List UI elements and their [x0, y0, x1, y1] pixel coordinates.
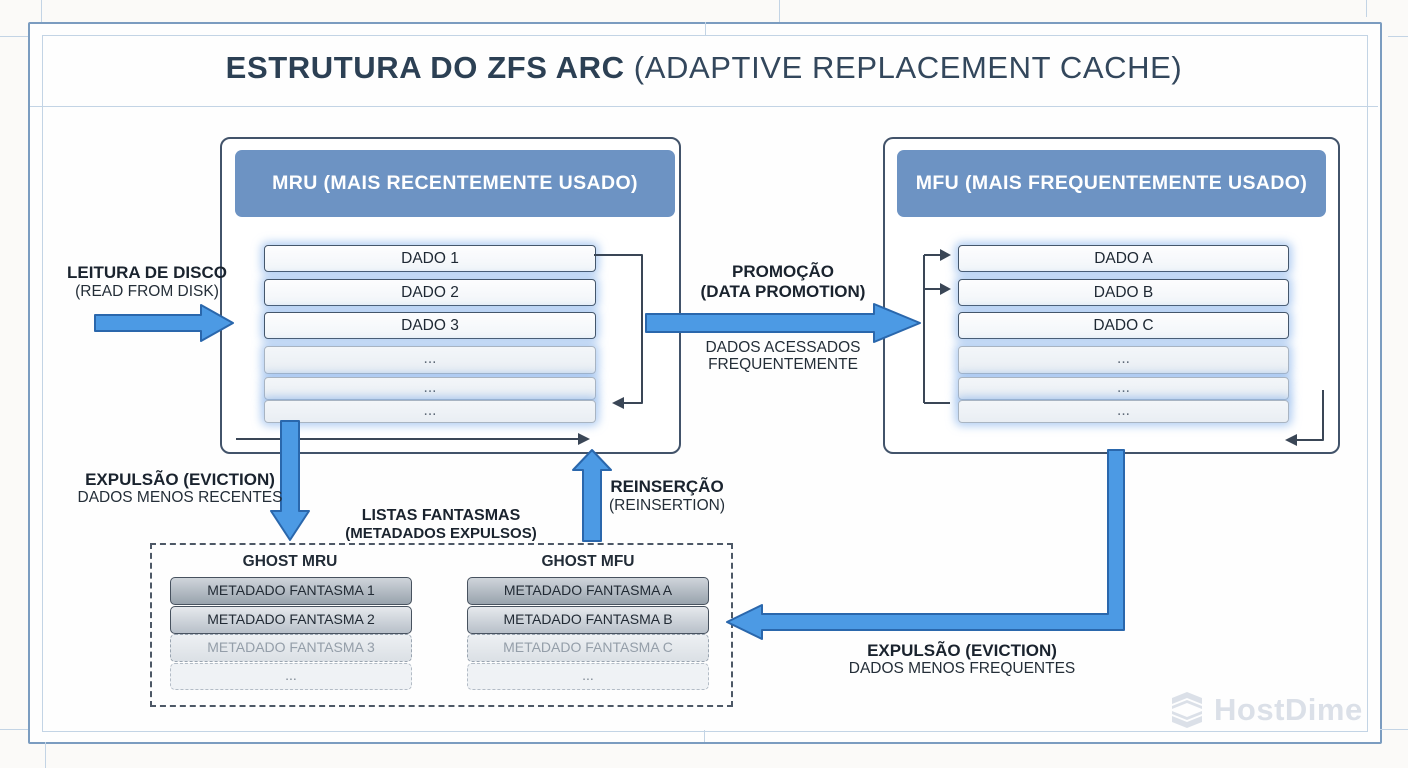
mru-row: ... — [264, 346, 596, 374]
reinsertion-sublabel: (REINSERTION) — [609, 497, 725, 514]
mru-row: ... — [264, 377, 596, 400]
title-divider — [30, 106, 1378, 107]
ghost-mru-heading: GHOST MRU — [242, 553, 338, 570]
promotion-label: PROMOÇÃO — [732, 262, 834, 281]
mru-row: DADO 2 — [264, 279, 596, 306]
mfu-row: DADO A — [958, 245, 1289, 272]
hostdime-logo: HostDime — [1168, 692, 1363, 728]
reinsertion-label: REINSERÇÃO — [610, 477, 724, 496]
ghost-mru-row: METADADO FANTASMA 3 — [170, 634, 412, 662]
mru-row: DADO 1 — [264, 245, 596, 272]
promotion-note: DADOS ACESSADOS — [705, 339, 861, 356]
guide-line — [41, 0, 42, 22]
inner-frame — [42, 35, 1368, 732]
guide-line — [0, 36, 28, 37]
mfu-row: ... — [958, 346, 1289, 374]
read-label: LEITURA DE DISCO — [67, 263, 227, 282]
read-sublabel: (READ FROM DISK) — [75, 283, 219, 300]
mru-row: DADO 3 — [264, 312, 596, 339]
eviction-mfu-sublabel: DADOS MENOS FREQUENTES — [848, 660, 1076, 677]
eviction-mru-sublabel: DADOS MENOS RECENTES — [77, 489, 283, 506]
hostdime-icon — [1172, 692, 1202, 728]
mru-row: ... — [264, 400, 596, 423]
guide-line — [779, 0, 780, 22]
mfu-header: MFU (MAIS FREQUENTEMENTE USADO) — [897, 150, 1326, 217]
ghost-mfu-row: ... — [467, 663, 709, 690]
page-title-sub: (ADAPTIVE REPLACEMENT CACHE) — [624, 50, 1183, 85]
ghost-mru-row: METADADO FANTASMA 1 — [170, 577, 412, 605]
mru-header: MRU (MAIS RECENTEMENTE USADO) — [235, 150, 675, 217]
mfu-row: ... — [958, 400, 1289, 423]
hostdime-wordmark: HostDime — [1214, 692, 1363, 727]
ghost-mfu-row: METADADO FANTASMA A — [467, 577, 709, 605]
ghost-mru-row: METADADO FANTASMA 2 — [170, 606, 412, 634]
promotion-note: FREQUENTEMENTE — [708, 356, 858, 373]
mfu-box: MFU (MAIS FREQUENTEMENTE USADO) DADO A D… — [883, 137, 1340, 454]
eviction-mfu-label: EXPULSÃO (EVICTION) — [867, 641, 1057, 660]
page-title: ESTRUTURA DO ZFS ARC (ADAPTIVE REPLACEME… — [0, 50, 1408, 86]
guide-line — [704, 730, 705, 742]
guide-line — [0, 729, 28, 730]
ghost-mfu-row: METADADO FANTASMA C — [467, 634, 709, 662]
mfu-row: DADO B — [958, 279, 1289, 306]
guide-line — [1388, 36, 1408, 37]
guide-line — [1380, 729, 1408, 730]
promotion-sublabel: (DATA PROMOTION) — [700, 282, 866, 301]
ghost-mru-row: ... — [170, 663, 412, 690]
ghost-title: LISTAS FANTASMAS — [361, 507, 521, 524]
page-title-main: ESTRUTURA DO ZFS ARC — [225, 50, 625, 85]
guide-line — [45, 742, 46, 768]
eviction-mru-label: EXPULSÃO (EVICTION) — [85, 470, 275, 489]
guide-line — [1366, 0, 1367, 17]
mfu-row: ... — [958, 377, 1289, 400]
ghost-mfu-row: METADADO FANTASMA B — [467, 606, 709, 634]
ghost-subtitle: (METADADOS EXPULSOS) — [345, 525, 537, 542]
guide-line — [705, 22, 706, 35]
mfu-row: DADO C — [958, 312, 1289, 339]
ghost-mfu-heading: GHOST MFU — [541, 553, 635, 570]
mru-box: MRU (MAIS RECENTEMENTE USADO) DADO 1 DAD… — [220, 137, 681, 454]
